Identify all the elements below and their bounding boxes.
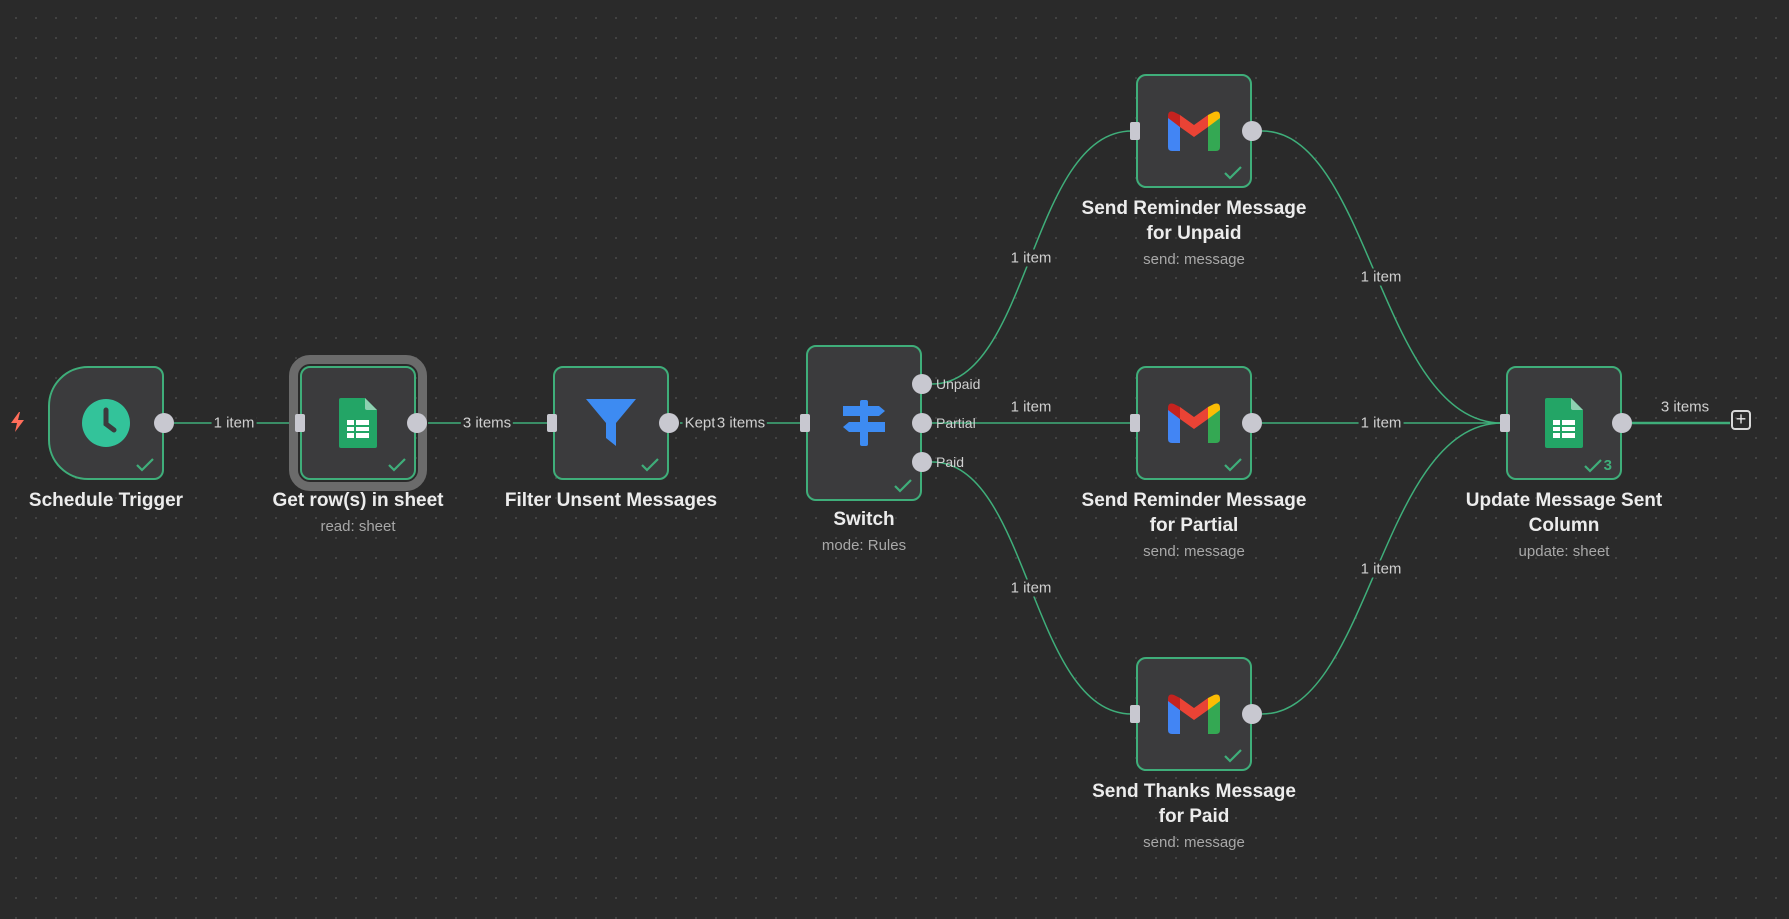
success-check-icon — [1224, 166, 1242, 180]
node-label: Update Message Sent Column — [1466, 488, 1662, 538]
success-check-icon — [1224, 458, 1242, 472]
output-handle[interactable] — [154, 413, 174, 433]
node-get-rows[interactable] — [289, 355, 427, 491]
input-handle[interactable] — [1500, 414, 1510, 432]
success-check-icon — [388, 458, 406, 472]
edge-label: 1 item — [1008, 579, 1054, 597]
edge-label: 1 item — [1358, 560, 1404, 578]
node-filter[interactable] — [553, 366, 669, 480]
node-label-line: Send Reminder Message — [1081, 490, 1307, 511]
output-handle[interactable] — [407, 413, 427, 433]
input-handle[interactable] — [800, 414, 810, 432]
edge-label: 3 items — [714, 414, 768, 432]
node-label-line: for Partial — [1149, 515, 1239, 536]
node-subtitle: send: message — [1143, 543, 1245, 560]
node-label-line: Update Message Sent — [1465, 490, 1663, 511]
switch-output-label: Partial — [936, 415, 976, 431]
output-handle[interactable] — [659, 413, 679, 433]
node-label-line: Column — [1528, 515, 1600, 536]
output-handle[interactable] — [1242, 413, 1262, 433]
output-handle[interactable] — [1242, 704, 1262, 724]
input-handle[interactable] — [1130, 705, 1140, 723]
gmail-icon — [1138, 659, 1250, 769]
switch-output-label: Unpaid — [936, 376, 981, 392]
success-check-icon — [136, 458, 154, 472]
node-label-line: Send Reminder Message — [1081, 198, 1307, 219]
node-subtitle: update: sheet — [1518, 543, 1610, 560]
google-sheets-icon — [302, 368, 414, 478]
gmail-icon — [1138, 76, 1250, 186]
node-subtitle: send: message — [1143, 834, 1245, 851]
success-check-icon — [641, 458, 659, 472]
edge-label: 1 item — [211, 414, 257, 432]
add-node-button[interactable]: + — [1731, 410, 1751, 430]
input-handle[interactable] — [1130, 414, 1140, 432]
output-handle-partial[interactable] — [912, 413, 932, 433]
trigger-bolt-icon — [11, 412, 24, 432]
output-handle[interactable] — [1612, 413, 1632, 433]
edge-label: 1 item — [1358, 414, 1404, 432]
node-label-line: for Unpaid — [1146, 223, 1242, 244]
node-label: Filter Unsent Messages — [504, 490, 718, 511]
edge-label: 1 item — [1010, 398, 1052, 416]
clock-icon — [50, 368, 162, 478]
input-handle[interactable] — [1130, 122, 1140, 140]
node-send-unpaid[interactable] — [1136, 74, 1252, 188]
node-send-partial[interactable] — [1136, 366, 1252, 480]
node-switch[interactable] — [806, 345, 922, 501]
node-label: Send Reminder Message for Partial — [1082, 488, 1307, 538]
edge-label: 3 items — [1660, 398, 1710, 416]
run-count: 3 — [1603, 457, 1612, 474]
node-subtitle: send: message — [1143, 251, 1245, 268]
edge-label: 1 item — [1008, 249, 1054, 267]
edge-label: 1 item — [1358, 268, 1404, 286]
node-label: Schedule Trigger — [28, 490, 184, 511]
switch-output-label: Paid — [936, 454, 965, 470]
node-schedule-trigger[interactable] — [48, 366, 164, 480]
input-handle[interactable] — [547, 414, 557, 432]
node-send-paid[interactable] — [1136, 657, 1252, 771]
node-subtitle: mode: Rules — [821, 537, 907, 554]
output-handle-unpaid[interactable] — [912, 374, 932, 394]
run-count-badge: 3 — [1583, 457, 1612, 474]
filter-icon — [555, 368, 667, 478]
node-label: Send Reminder Message for Unpaid — [1082, 196, 1307, 246]
success-check-icon — [1224, 749, 1242, 763]
signpost-icon — [808, 347, 920, 499]
output-handle[interactable] — [1242, 121, 1262, 141]
success-check-icon — [894, 479, 912, 493]
node-label: Get row(s) in sheet — [272, 490, 444, 511]
node-label: Send Thanks Message for Paid — [1092, 779, 1296, 829]
node-subtitle: read: sheet — [320, 518, 396, 535]
node-label-line: for Paid — [1158, 806, 1230, 827]
node-label-line: Send Thanks Message — [1092, 781, 1296, 802]
input-handle[interactable] — [295, 414, 305, 432]
gmail-icon — [1138, 368, 1250, 478]
google-sheets-icon — [1508, 368, 1620, 478]
node-label: Switch — [833, 509, 895, 530]
success-check-icon — [1583, 458, 1602, 473]
node-update-sheet[interactable]: 3 — [1506, 366, 1622, 480]
output-handle-paid[interactable] — [912, 452, 932, 472]
edge-label: 3 items — [460, 414, 514, 432]
edge-label: Kept — [682, 414, 718, 432]
